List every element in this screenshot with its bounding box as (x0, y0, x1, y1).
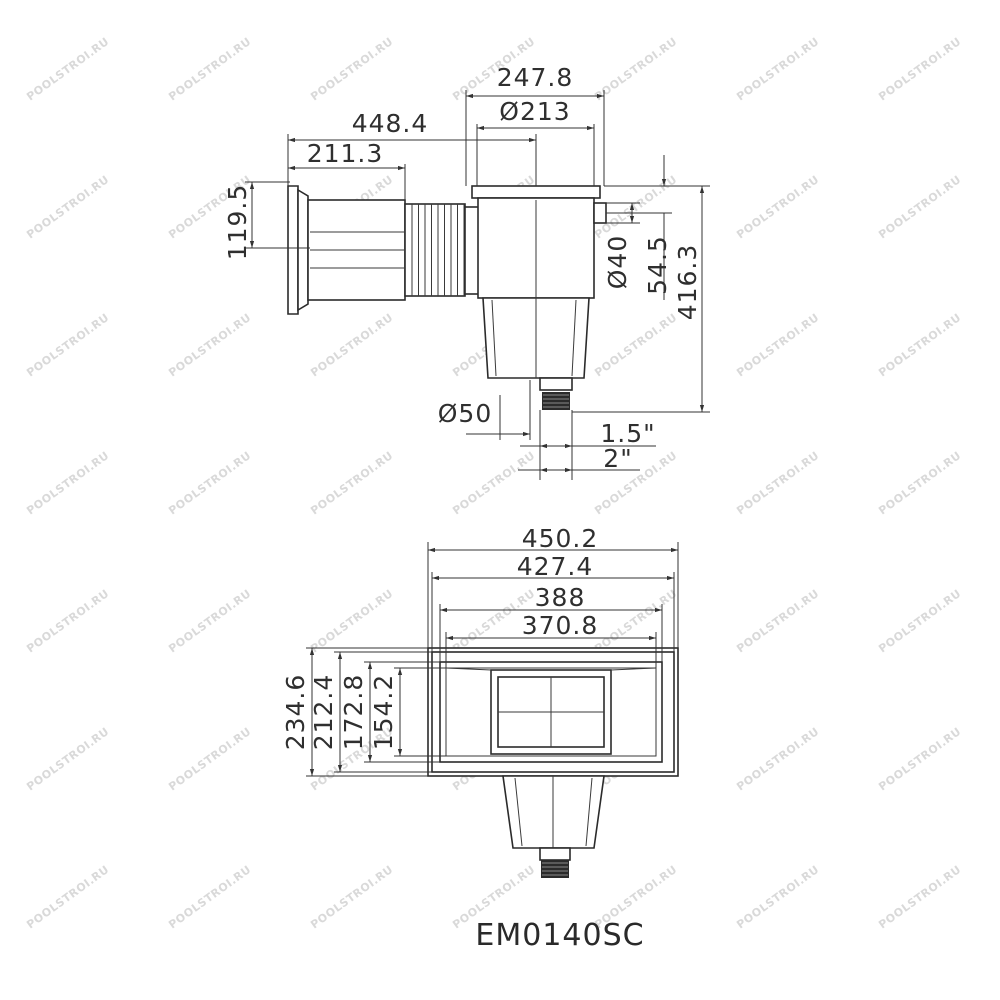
dim-port-height: 54.5 (643, 235, 672, 295)
watermark-text: POOLSTROI.RU (734, 311, 821, 380)
watermark-text: POOLSTROI.RU (734, 173, 821, 242)
watermark-text: POOLSTROI.RU (450, 449, 537, 518)
watermark-text: POOLSTROI.RU (876, 173, 963, 242)
top-view: 450.2 427.4 388 370.8 234.6 212.4 172.8 … (281, 524, 679, 878)
dim-overall-width: 450.2 (522, 524, 599, 553)
neck-ribs (411, 204, 465, 296)
watermark-text: POOLSTROI.RU (734, 863, 821, 932)
dim-opening-depth: 154.2 (369, 674, 398, 751)
watermark-text: POOLSTROI.RU (24, 35, 111, 104)
dim-inner-depth: 172.8 (339, 674, 368, 751)
watermark-text: POOLSTROI.RU (876, 587, 963, 656)
dim-overall-depth: 234.6 (281, 674, 310, 751)
watermark-text: POOLSTROI.RU (24, 587, 111, 656)
model-code: EM0140SC (475, 918, 644, 953)
watermark-text: POOLSTROI.RU (166, 35, 253, 104)
watermark-text: POOLSTROI.RU (166, 449, 253, 518)
watermark-text: POOLSTROI.RU (876, 449, 963, 518)
watermark-text: POOLSTROI.RU (24, 311, 111, 380)
side-view: 247.8 Ø213 448.4 211.3 119.5 Ø40 54.5 41… (223, 63, 710, 480)
watermark-text: POOLSTROI.RU (734, 587, 821, 656)
outlet-thread-top (542, 862, 568, 876)
dim-flange-length: 211.3 (307, 139, 384, 168)
watermark-text: POOLSTROI.RU (308, 587, 395, 656)
watermark-text: POOLSTROI.RU (24, 449, 111, 518)
watermark-text: POOLSTROI.RU (592, 311, 679, 380)
watermark-text: POOLSTROI.RU (876, 863, 963, 932)
watermark-text: POOLSTROI.RU (166, 587, 253, 656)
watermark-text: POOLSTROI.RU (24, 863, 111, 932)
watermark-text: POOLSTROI.RU (734, 725, 821, 794)
dim-outlet-diameter: Ø50 (438, 399, 493, 428)
watermark-text: POOLSTROI.RU (734, 35, 821, 104)
watermark-text: POOLSTROI.RU (308, 449, 395, 518)
dim-thread-inner: 1.5" (600, 419, 655, 448)
dim-frame-depth: 212.4 (309, 674, 338, 751)
outlet-thread (543, 394, 569, 408)
watermark-text: POOLSTROI.RU (876, 725, 963, 794)
watermark-layer: POOLSTROI.RU POOLSTROI.RU POOLSTROI.RU POOL… (24, 35, 963, 932)
watermark-text: POOLSTROI.RU (308, 863, 395, 932)
dim-inner-width: 388 (535, 583, 586, 612)
dim-axis-height: 119.5 (223, 184, 252, 261)
dim-body-diameter: Ø213 (499, 97, 570, 126)
dim-frame-width: 427.4 (517, 552, 594, 581)
watermark-text: POOLSTROI.RU (166, 725, 253, 794)
watermark-text: POOLSTROI.RU (308, 35, 395, 104)
watermark-text: POOLSTROI.RU (24, 725, 111, 794)
watermark-text: POOLSTROI.RU (166, 311, 253, 380)
watermark-text: POOLSTROI.RU (166, 863, 253, 932)
dim-total-length: 448.4 (352, 109, 429, 138)
dim-width-top: 247.8 (497, 63, 574, 92)
watermark-text: POOLSTROI.RU (734, 449, 821, 518)
watermark-text: POOLSTROI.RU (876, 35, 963, 104)
dim-thread-outer: 2" (603, 444, 632, 473)
dim-port-diameter: Ø40 (603, 235, 632, 290)
watermark-text: POOLSTROI.RU (592, 35, 679, 104)
watermark-text: POOLSTROI.RU (308, 311, 395, 380)
watermark-text: POOLSTROI.RU (592, 587, 679, 656)
watermark-text: POOLSTROI.RU (876, 311, 963, 380)
watermark-text: POOLSTROI.RU (24, 173, 111, 242)
dim-total-height: 416.3 (673, 244, 702, 321)
dim-opening-width: 370.8 (522, 611, 599, 640)
